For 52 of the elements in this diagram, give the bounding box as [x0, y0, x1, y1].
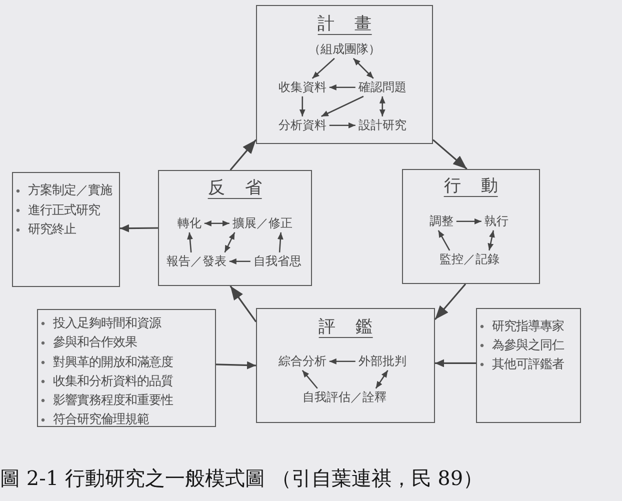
stage-heading: 評鑑	[318, 317, 373, 338]
step-label: 執行	[481, 212, 512, 230]
step-label: 轉化	[174, 214, 204, 232]
step-label: 自我評估／詮釋	[299, 388, 390, 406]
arrow	[434, 283, 466, 320]
step-label: 設計研究	[355, 116, 410, 134]
arrow	[229, 258, 250, 264]
double-arrow	[204, 220, 230, 226]
arrow	[230, 286, 257, 322]
step-label: 監控／記錄	[436, 250, 502, 268]
step-label: 調整	[426, 212, 456, 230]
stage-box	[256, 5, 433, 144]
step-label: 外部批判	[355, 352, 410, 370]
step-label: 擴展／修正	[229, 214, 296, 232]
arrow	[438, 230, 450, 251]
list-box	[37, 309, 216, 427]
arrow	[435, 359, 476, 368]
double-arrow	[379, 96, 386, 116]
arrow	[321, 96, 364, 117]
arrow	[312, 58, 335, 79]
arrow	[187, 232, 193, 252]
double-arrow	[352, 58, 374, 79]
arrow	[302, 370, 318, 389]
arrow	[230, 139, 257, 171]
double-arrow	[224, 232, 236, 253]
step-label: 綜合分析	[275, 352, 330, 370]
arrow	[329, 84, 356, 90]
step-label: （組成團隊）	[305, 40, 384, 58]
arrow	[329, 122, 356, 128]
stage-box	[158, 170, 312, 286]
arrow	[432, 139, 468, 170]
arrow	[329, 358, 356, 364]
arrow	[277, 232, 284, 252]
arrow	[299, 96, 306, 116]
step-label: 自我省思	[250, 252, 304, 270]
arrow	[120, 224, 158, 232]
stage-heading: 行動	[444, 176, 498, 197]
arrow	[456, 218, 482, 224]
step-label: 收集資料	[275, 78, 330, 96]
step-label: 確認問題	[355, 78, 410, 96]
list-box	[12, 172, 120, 287]
stage-heading: 反省	[208, 178, 262, 199]
stage-box	[402, 169, 540, 284]
stage-box	[256, 308, 435, 423]
stage-heading: 計畫	[317, 14, 372, 35]
arrow	[216, 361, 256, 370]
step-label: 報告／發表	[163, 252, 230, 270]
figure-caption: 圖 2-1 行動研究之一般模式圖 （引自葉連祺，民 89）	[0, 466, 484, 490]
list-box	[476, 308, 581, 423]
double-arrow	[375, 370, 388, 389]
double-arrow	[488, 230, 495, 251]
step-label: 分析資料	[275, 116, 330, 134]
